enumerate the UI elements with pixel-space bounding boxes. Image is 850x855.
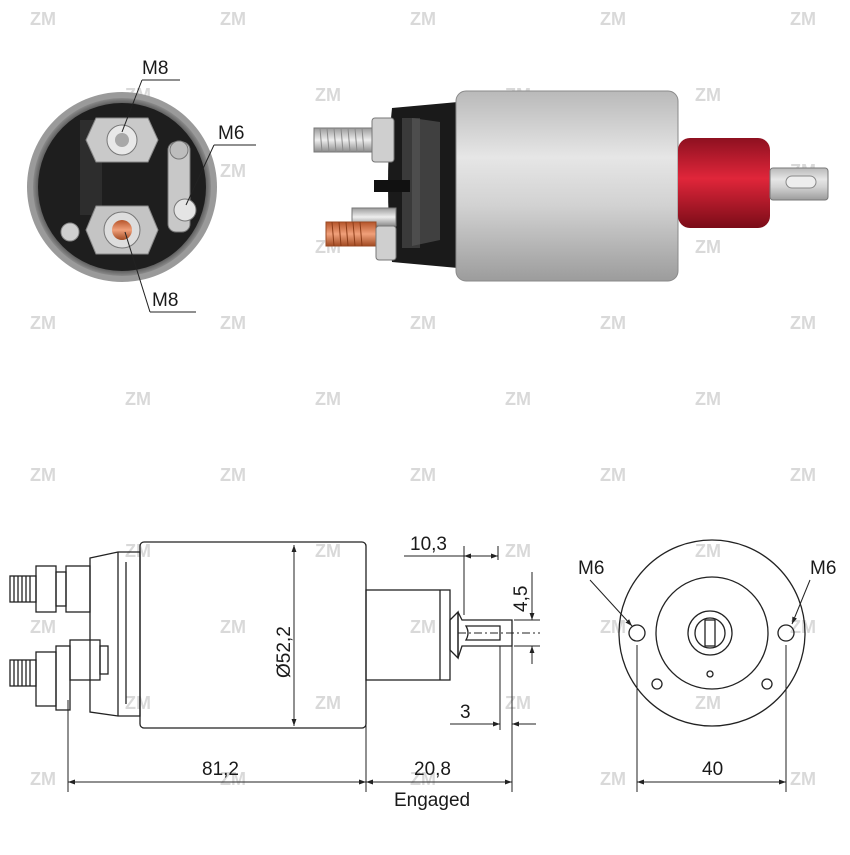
watermark-mark: ZM bbox=[600, 313, 626, 333]
m6-terminal bbox=[167, 140, 197, 233]
bottom-stud bbox=[325, 207, 397, 261]
dim-diameter: Ø52,2 bbox=[274, 626, 295, 678]
watermark-mark: ZM bbox=[315, 85, 341, 105]
watermark-mark: ZM bbox=[315, 389, 341, 409]
plunger-tab bbox=[769, 167, 829, 201]
dim-40: 40 bbox=[702, 759, 723, 780]
watermark-mark: ZM bbox=[505, 541, 531, 561]
watermark-mark: ZM bbox=[125, 389, 151, 409]
watermark-mark: ZM bbox=[790, 313, 816, 333]
dim-81-2: 81,2 bbox=[202, 759, 239, 780]
watermark-mark: ZM bbox=[505, 389, 531, 409]
watermark-mark: ZM bbox=[220, 9, 246, 29]
watermark-mark: ZM bbox=[600, 769, 626, 789]
watermark-mark: ZM bbox=[695, 389, 721, 409]
watermark-mark: ZM bbox=[695, 85, 721, 105]
watermark-mark: ZM bbox=[220, 313, 246, 333]
watermark-mark: ZM bbox=[695, 693, 721, 713]
watermark-mark: ZM bbox=[790, 465, 816, 485]
bottom-m8-terminal bbox=[85, 205, 159, 255]
top-stud bbox=[313, 117, 395, 163]
watermark-mark: ZM bbox=[695, 237, 721, 257]
watermark-mark: ZM bbox=[505, 693, 531, 713]
watermark-mark: ZM bbox=[220, 465, 246, 485]
watermark-mark: ZM bbox=[30, 313, 56, 333]
end-view-photo: M8 M6 M8 bbox=[27, 58, 256, 313]
dim-3: 3 bbox=[460, 702, 471, 723]
watermark-mark: ZM bbox=[410, 465, 436, 485]
watermark-mark: ZM bbox=[125, 541, 151, 561]
watermark-mark: ZM bbox=[220, 161, 246, 181]
watermark-mark: ZM bbox=[600, 9, 626, 29]
front-m6-right: M6 bbox=[810, 558, 836, 579]
engaged-label: Engaged bbox=[394, 790, 470, 811]
watermark-mark: ZM bbox=[315, 693, 341, 713]
front-technical-drawing: 40 M6 M6 bbox=[578, 539, 836, 792]
label-m6: M6 bbox=[218, 123, 244, 144]
dim-10-3: 10,3 bbox=[410, 534, 447, 555]
watermark-mark: ZM bbox=[695, 541, 721, 561]
watermark-mark: ZM bbox=[410, 617, 436, 637]
watermark-mark: ZM bbox=[220, 617, 246, 637]
side-technical-drawing: Ø52,2 10,3 4,5 3 81,2 20,8 Engaged bbox=[9, 534, 540, 811]
watermark-mark: ZM bbox=[600, 465, 626, 485]
dim-20-8: 20,8 bbox=[414, 759, 451, 780]
label-top-m8: M8 bbox=[142, 58, 168, 79]
watermark-mark: ZM bbox=[410, 9, 436, 29]
side-view-photo bbox=[313, 90, 829, 282]
watermark-mark: ZM bbox=[790, 9, 816, 29]
watermark-mark: ZM bbox=[30, 617, 56, 637]
label-bottom-m8: M8 bbox=[152, 290, 178, 311]
watermark-mark: ZM bbox=[790, 769, 816, 789]
front-m6-left: M6 bbox=[578, 558, 604, 579]
watermark-mark: ZM bbox=[30, 465, 56, 485]
watermark-mark: ZM bbox=[410, 313, 436, 333]
watermark-mark: ZM bbox=[600, 617, 626, 637]
dim-4-5: 4,5 bbox=[511, 586, 532, 612]
watermark-mark: ZM bbox=[125, 693, 151, 713]
watermark-mark: ZM bbox=[30, 9, 56, 29]
watermark-mark: ZM bbox=[30, 769, 56, 789]
watermark-mark: ZM bbox=[315, 541, 341, 561]
top-m8-terminal bbox=[85, 117, 159, 163]
